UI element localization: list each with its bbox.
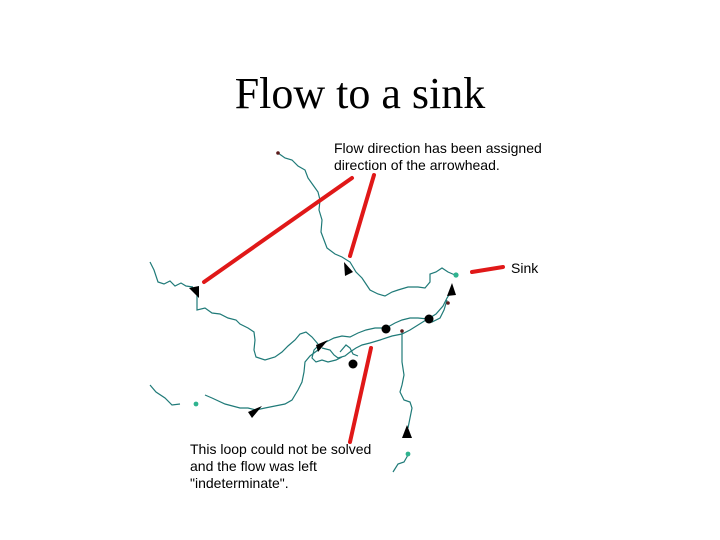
- stream-south-branch: [399, 332, 413, 429]
- sink-node-south: [405, 451, 411, 457]
- pointer-lines: [202, 173, 505, 444]
- stream-loop-curl: [311, 344, 359, 363]
- sink-node-west: [193, 401, 199, 407]
- annotation-line: Flow direction has been assigned: [334, 140, 542, 156]
- stream-middle-branch: [196, 292, 319, 361]
- stream-loop-lower: [321, 319, 427, 359]
- pointer-line-bottom: [348, 346, 373, 444]
- indeterminate-node: [348, 359, 358, 369]
- annotation-line: direction of the arrowhead.: [334, 157, 500, 173]
- arrowhead-icon: [344, 262, 353, 276]
- stream-top-branch: [277, 152, 456, 297]
- sink-node: [453, 272, 459, 278]
- pointer-line-sink: [470, 265, 505, 274]
- stream-southwest-branch: [204, 349, 319, 411]
- pointer-line-center: [348, 173, 376, 258]
- arrowhead-icon: [248, 406, 262, 418]
- junction-node: [400, 329, 404, 333]
- arrowhead-icon: [189, 286, 199, 298]
- arrowhead-icon: [447, 283, 456, 296]
- stream-loop-upper: [317, 289, 453, 347]
- stream-left-branch: [149, 261, 194, 288]
- junction-node: [446, 301, 450, 305]
- arrowhead-icon: [402, 425, 412, 438]
- annotation-line: "indeterminate".: [190, 475, 289, 491]
- indeterminate-node: [381, 324, 391, 334]
- indeterminate-node: [424, 314, 434, 324]
- stream-lines: [149, 152, 456, 473]
- annotation-line: This loop could not be solved: [190, 441, 372, 457]
- arrowheads: [189, 262, 456, 438]
- stream-southwest-tail: [149, 384, 181, 406]
- flow-direction-annotation: Flow direction has been assigned directi…: [334, 140, 542, 174]
- loop-nodes: [348, 314, 434, 369]
- annotation-line: and the flow was left: [190, 458, 317, 474]
- source-node: [276, 151, 280, 155]
- arrowhead-icon: [316, 340, 328, 352]
- pointer-line-left: [202, 176, 354, 284]
- stream-south-tail: [392, 454, 409, 473]
- loop-annotation: This loop could not be solved and the fl…: [190, 441, 371, 492]
- sink-annotation: Sink: [511, 260, 539, 276]
- slide-title: Flow to a sink: [234, 69, 486, 118]
